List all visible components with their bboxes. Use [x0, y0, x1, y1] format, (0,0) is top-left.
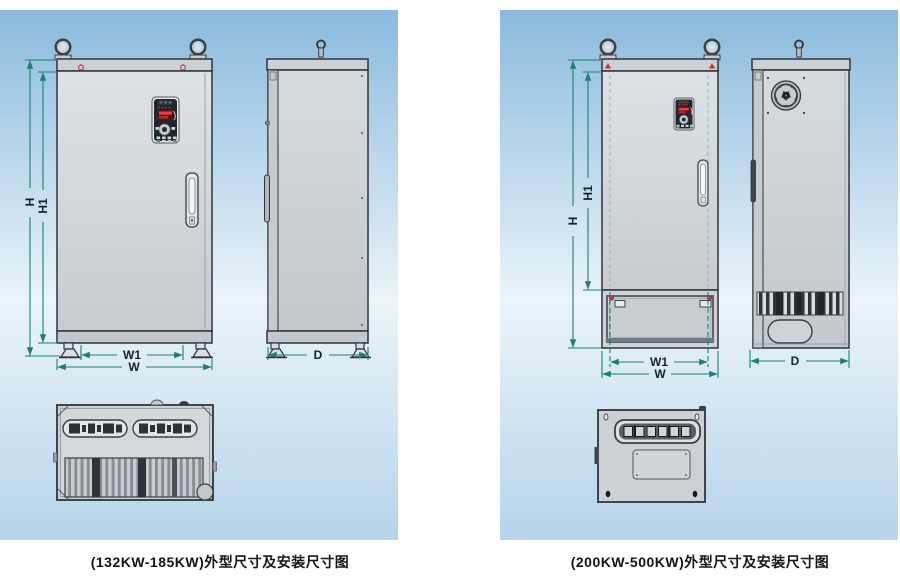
- keypad-display: [151, 96, 180, 144]
- dim-label-w: W: [128, 360, 140, 374]
- handle-profile: [750, 159, 756, 203]
- cable-entry-cutout: [767, 319, 813, 344]
- cabinet-top-view: [594, 406, 706, 503]
- cabinet-side-view: [264, 39, 371, 359]
- top-cap: [601, 58, 719, 72]
- terminal-blocks: [623, 425, 691, 438]
- dim-label-w1: W1: [123, 348, 141, 362]
- terminal-blocks: [69, 423, 191, 434]
- panel-screws: [361, 75, 363, 326]
- cabinet-front-view: [54, 38, 213, 359]
- dim-label-d: D: [314, 348, 323, 362]
- cabinet-side-view: [750, 39, 851, 349]
- base-plinth: [56, 330, 213, 344]
- dim-label-w: W: [654, 367, 666, 381]
- dim-label-d: D: [791, 354, 800, 368]
- vent-knockout: [614, 300, 626, 308]
- lifting-eyebolt-icon: [599, 38, 721, 61]
- access-panel: [632, 449, 691, 480]
- keypad-display: [673, 97, 695, 131]
- cooling-fan-icon: [766, 76, 806, 115]
- cable-entry-hole: [196, 483, 214, 501]
- door-handle: [185, 172, 199, 228]
- dim-label-h: H: [23, 198, 37, 207]
- dim-label-h1: H1: [36, 198, 50, 214]
- leveling-feet: [59, 342, 213, 359]
- dim-label-h: H: [566, 217, 580, 226]
- left-diagram-panel: H H1 W1 W D: [0, 10, 398, 540]
- left-panel-caption: (132KW-185KW)外型尺寸及安装尺寸图: [90, 554, 350, 570]
- cabinet-top-view: [53, 399, 217, 501]
- right-panel-caption: (200KW-500KW)外型尺寸及安装尺寸图: [570, 554, 830, 570]
- mounting-marker: [708, 63, 716, 69]
- dimension-lines: [25, 59, 369, 371]
- handle-profile: [264, 174, 270, 223]
- right-diagram-panel: H H1 W1 W D: [500, 10, 898, 540]
- vent-knockout: [699, 300, 712, 308]
- cabinet-front-view: [599, 38, 721, 349]
- dim-label-h1: H1: [581, 185, 595, 201]
- dim-label-w1: W1: [650, 355, 668, 369]
- door-handle: [697, 159, 709, 207]
- dimension-lines: [568, 59, 850, 378]
- mounting-marker: [604, 63, 612, 69]
- heatsink-fins: [64, 457, 204, 498]
- lifting-eyebolt-icon: [54, 38, 207, 61]
